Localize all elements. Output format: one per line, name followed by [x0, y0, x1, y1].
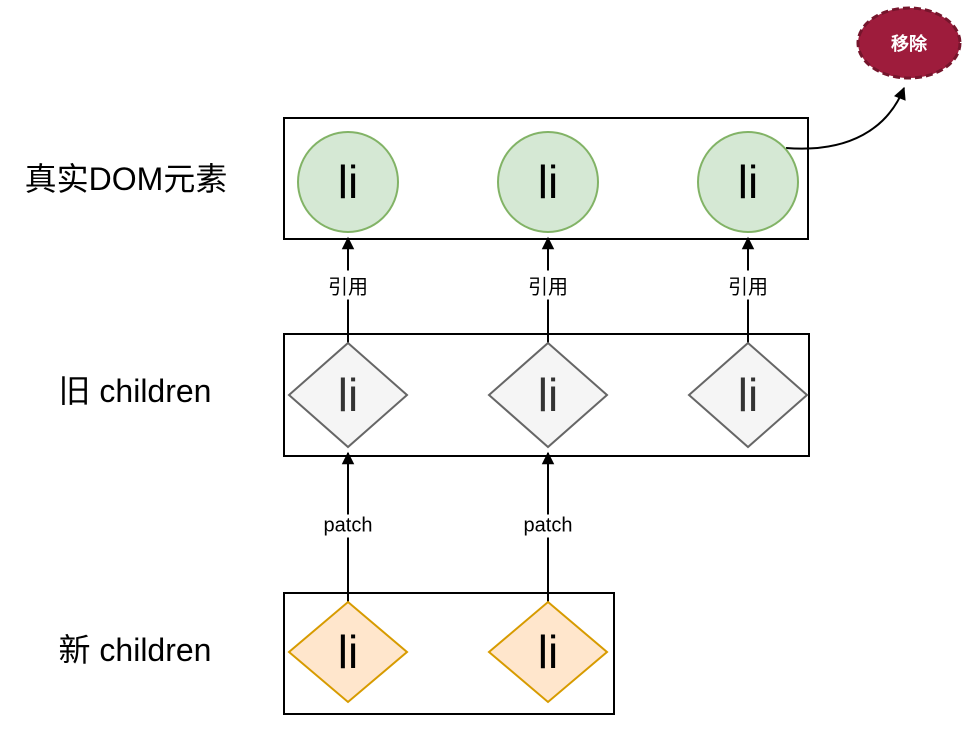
row-label-new-children: 新 children — [58, 632, 212, 668]
new-vnode-text-2: li — [537, 626, 559, 678]
old-vnode-text-3: li — [737, 369, 759, 421]
patch-label-1: patch — [320, 514, 376, 538]
new-vnode-text-1: li — [337, 626, 359, 678]
reference-label-1: 引用 — [325, 270, 371, 300]
dom-node-text-1: li — [337, 156, 359, 208]
dom-node-text-3: li — [737, 156, 759, 208]
dom-node-text-2: li — [537, 156, 559, 208]
old-vnode-text-2: li — [537, 369, 559, 421]
patch-label-2: patch — [520, 514, 576, 538]
reference-label-3: 引用 — [725, 270, 771, 300]
reference-label-2: 引用 — [525, 270, 571, 300]
remove-badge-label: 移除 — [891, 34, 927, 54]
row-label-old-children: 旧 children — [58, 373, 212, 409]
old-vnode-text-1: li — [337, 369, 359, 421]
row-label-real-dom: 真实DOM元素 — [24, 161, 228, 197]
new-children-box — [283, 592, 615, 715]
